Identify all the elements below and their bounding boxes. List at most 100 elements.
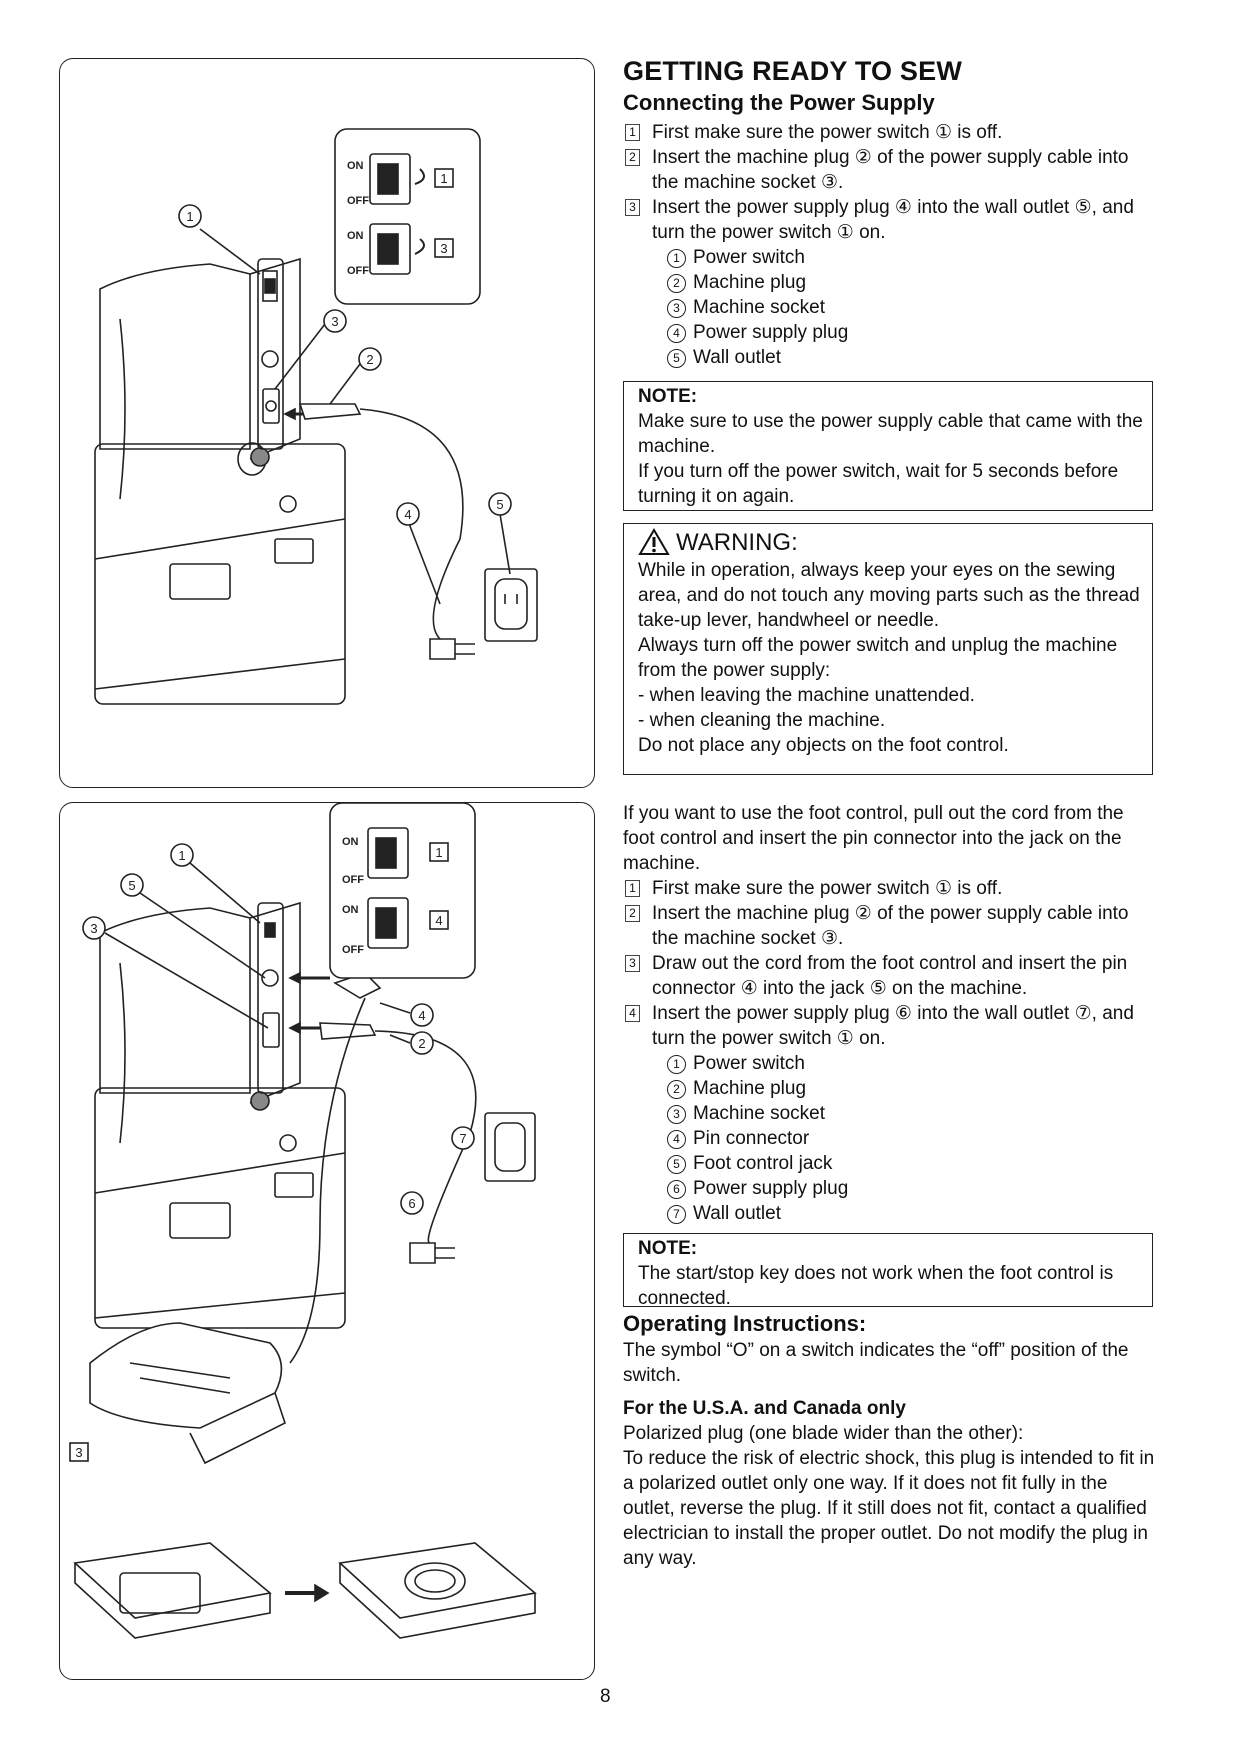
switch-off-label: OFF (347, 265, 369, 277)
steps-top: 1 First make sure the power switch ① is … (623, 120, 1158, 370)
operating-instructions-heading: Operating Instructions: (623, 1311, 867, 1336)
list-item: 4 Pin connector (667, 1126, 1158, 1151)
step-number: 4 (625, 1005, 640, 1022)
list-item: 5 Foot control jack (667, 1151, 1158, 1176)
part-number: 1 (667, 1055, 686, 1074)
warning-icon (638, 528, 670, 555)
part-number: 4 (667, 324, 686, 343)
warning-text: While in operation, always keep your eye… (638, 560, 1140, 631)
foot-control-instructions: If you want to use the foot control, pul… (623, 801, 1158, 1226)
part-label: Power supply plug (693, 1178, 849, 1199)
step-item: 2 Insert the machine plug ② of the power… (623, 901, 1158, 951)
operating-text: The symbol “O” on a switch indicates the… (623, 1340, 1129, 1386)
step-box-label: 1 (435, 845, 442, 860)
callout-label: 7 (459, 1131, 466, 1146)
step-text: Insert the power supply plug ⑥ into the … (652, 1003, 1134, 1049)
list-item: 3 Machine socket (667, 295, 1158, 320)
note-label: NOTE: (638, 386, 698, 407)
machine-head-outline (99, 263, 251, 450)
list-item: 4 Power supply plug (667, 320, 1158, 345)
polarized-plug-body: To reduce the risk of electric shock, th… (623, 1448, 1155, 1569)
warning-text: Do not place any objects on the foot con… (638, 735, 1009, 756)
part-number: 3 (667, 1105, 686, 1124)
note-label: NOTE: (638, 1238, 698, 1259)
power-connection-drawing: ON OFF ON OFF 1 3 1 4 3 2 5 (94, 128, 538, 705)
step-item: 1 First make sure the power switch ① is … (623, 876, 1158, 901)
region-heading: For the U.S.A. and Canada only (623, 1398, 906, 1419)
part-label: Machine plug (693, 272, 807, 293)
foot-control-intro: If you want to use the foot control, pul… (623, 803, 1124, 874)
step-number: 3 (625, 955, 640, 972)
page-number: 8 (600, 1686, 611, 1707)
part-label: Machine socket (693, 297, 826, 318)
step-number: 2 (625, 149, 640, 166)
callout-label: 3 (90, 921, 97, 936)
switch-on-label: ON (342, 836, 359, 848)
step-text: Insert the machine plug ② of the power s… (652, 903, 1129, 949)
part-label: Wall outlet (693, 347, 781, 368)
note-box: NOTE: Make sure to use the power supply … (623, 381, 1153, 511)
callout-label: 6 (408, 1196, 415, 1211)
step-text: First make sure the power switch ① is of… (652, 122, 1003, 143)
operating-instructions: The symbol “O” on a switch indicates the… (623, 1338, 1158, 1571)
switch-on-label: ON (347, 160, 364, 172)
part-number: 5 (667, 349, 686, 368)
warning-text: Always turn off the power switch and unp… (638, 635, 1118, 681)
part-number: 3 (667, 299, 686, 318)
part-label: Foot control jack (693, 1153, 833, 1174)
note-box: NOTE: The start/stop key does not work w… (623, 1233, 1153, 1309)
part-number: 2 (667, 1080, 686, 1099)
part-number: 5 (667, 1155, 686, 1174)
warning-text: - when cleaning the machine. (638, 710, 886, 731)
list-item: 2 Machine plug (667, 1076, 1158, 1101)
callout-label: 1 (178, 848, 185, 863)
part-label: Power supply plug (693, 322, 849, 343)
warning-label: WARNING: (676, 528, 798, 556)
step-item: 3 Insert the power supply plug ④ into th… (623, 195, 1158, 245)
list-item: 5 Wall outlet (667, 345, 1158, 370)
step-item: 1 First make sure the power switch ① is … (623, 120, 1158, 145)
step-box-label: 4 (435, 913, 442, 928)
step-text: First make sure the power switch ① is of… (652, 878, 1003, 899)
illustration-foot-control-connection: ON OFF ON OFF 1 4 3 1 5 3 4 2 7 6 (59, 802, 595, 1680)
illustration-power-connection: ON OFF ON OFF 1 3 1 4 3 2 5 (59, 58, 595, 788)
step-number: 2 (625, 905, 640, 922)
part-label: Wall outlet (693, 1203, 781, 1224)
part-number: 7 (667, 1205, 686, 1224)
step-item: 3 Draw out the cord from the foot contro… (623, 951, 1158, 1001)
part-label: Machine plug (693, 1078, 807, 1099)
list-item: 7 Wall outlet (667, 1201, 1158, 1226)
callout-label: 2 (366, 352, 373, 367)
switch-on-label: ON (342, 904, 359, 916)
part-label: Machine socket (693, 1103, 826, 1124)
part-number: 2 (667, 274, 686, 293)
callout-label: 4 (404, 507, 411, 522)
note-text: Make sure to use the power supply cable … (638, 411, 1143, 457)
step-box-label: 3 (440, 241, 447, 256)
step-box-label: 3 (75, 1445, 82, 1460)
part-label: Power switch (693, 247, 805, 268)
step-text: Insert the machine plug ② of the power s… (652, 147, 1129, 193)
switch-off-label: OFF (347, 195, 369, 207)
step-item: 2 Insert the machine plug ② of the power… (623, 145, 1158, 195)
part-label: Power switch (693, 1053, 805, 1074)
note-text: The start/stop key does not work when th… (638, 1263, 1114, 1309)
callout-label: 1 (186, 209, 193, 224)
warning-text: - when leaving the machine unattended. (638, 685, 975, 706)
section-heading: Connecting the Power Supply (623, 90, 935, 115)
part-number: 4 (667, 1130, 686, 1149)
callout-label: 2 (418, 1036, 425, 1051)
step-text: Draw out the cord from the foot control … (652, 953, 1128, 999)
callout-label: 4 (418, 1008, 425, 1023)
switch-off-label: OFF (342, 874, 364, 886)
switch-on-label: ON (347, 230, 364, 242)
callout-label: 5 (128, 878, 135, 893)
foot-control-drawing: ON OFF ON OFF 1 4 3 1 5 3 4 2 7 6 (69, 803, 537, 1639)
part-label: Pin connector (693, 1128, 810, 1149)
step-item: 4 Insert the power supply plug ⑥ into th… (623, 1001, 1158, 1051)
warning-box: WARNING: While in operation, always keep… (623, 523, 1153, 775)
callout-label: 5 (496, 497, 503, 512)
